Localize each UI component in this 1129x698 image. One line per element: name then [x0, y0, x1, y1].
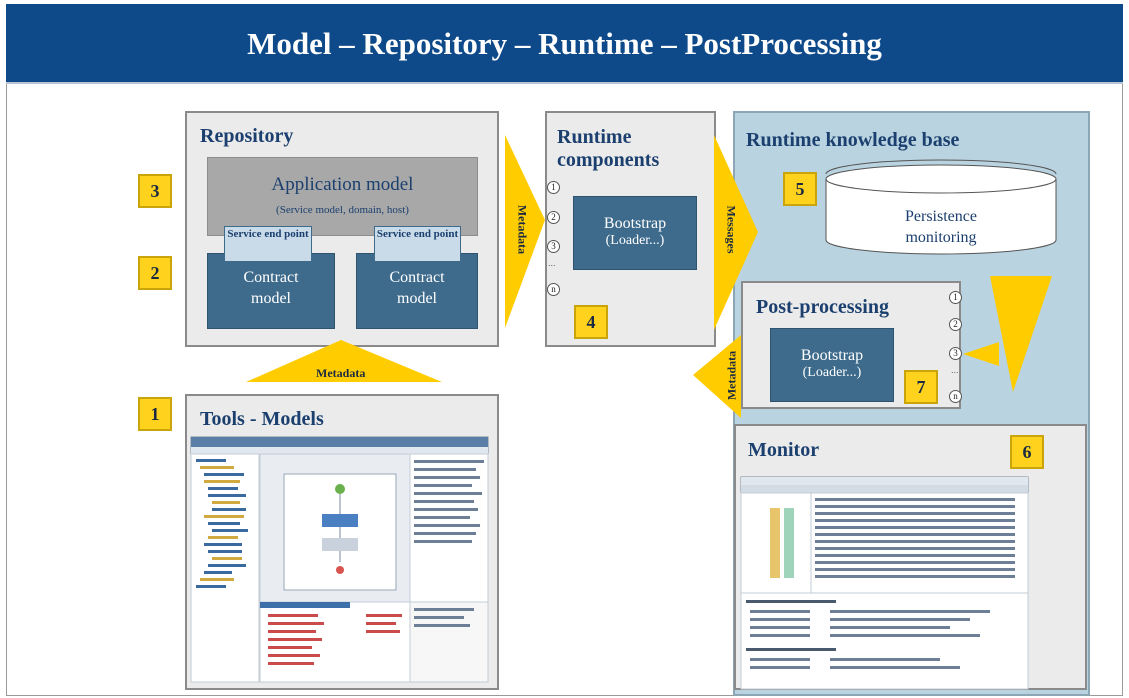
- tools-models-title: Tools - Models: [200, 408, 324, 430]
- contract-model-right: Contract model: [356, 253, 478, 329]
- messages-arrow-label: Messages: [724, 205, 739, 254]
- runtime-port-n: n: [547, 283, 560, 296]
- post-port-ellipsis: ...: [951, 365, 959, 375]
- metadata-arrow-left: [693, 335, 741, 418]
- runtime-port-2: 2: [547, 211, 560, 224]
- post-bootstrap-label: Bootstrap: [800, 347, 864, 364]
- application-model-title: Application model: [271, 174, 414, 195]
- post-port-2: 2: [949, 318, 962, 331]
- diagram-title: Model – Repository – Runtime – PostProce…: [247, 26, 882, 61]
- runtime-bootstrap-box: Bootstrap (Loader...): [573, 196, 697, 270]
- metadata-arrow-label-up: Metadata: [316, 366, 366, 380]
- step-number-2: 2: [138, 256, 172, 290]
- runtime-port-1: 1: [547, 181, 560, 194]
- post-loader-label: (Loader...): [802, 365, 862, 380]
- monitor-title: Monitor: [748, 439, 820, 461]
- persistence-monitoring-label: Persistence monitoring: [905, 208, 977, 246]
- post-bootstrap-box: Bootstrap (Loader...): [770, 328, 894, 402]
- contract-model-right-label: Contract model: [389, 269, 445, 307]
- service-end-point-right: Service end point: [374, 226, 461, 262]
- step-number-5: 5: [783, 172, 817, 206]
- messages-arrow-right: [714, 135, 758, 330]
- persistence-cylinder: [825, 159, 1057, 255]
- application-model-box: Application model (Service model, domain…: [207, 157, 478, 236]
- runtime-loader-label: (Loader...): [605, 233, 665, 248]
- repository-title: Repository: [200, 125, 294, 147]
- step-number-6: 6: [1010, 435, 1044, 469]
- post-port-1: 1: [949, 291, 962, 304]
- step-number-4: 4: [574, 305, 608, 339]
- post-port-3: 3: [949, 347, 962, 360]
- step-number-7: 7: [904, 370, 938, 404]
- post-port-3-arrow: [963, 342, 999, 366]
- step-number-3: 3: [138, 174, 172, 208]
- header-bar: Model – Repository – Runtime – PostProce…: [6, 4, 1123, 84]
- tools-screenshot-image: [190, 436, 489, 683]
- metadata-arrow-up: [246, 340, 442, 382]
- application-model-subtitle: (Service model, domain, host): [276, 204, 409, 216]
- runtime-port-3: 3: [547, 240, 560, 253]
- metadata-arrow-label-right: Metadata: [515, 204, 530, 255]
- runtime-bootstrap-label: Bootstrap: [603, 215, 667, 232]
- runtime-knowledge-base-title: Runtime knowledge base: [746, 129, 960, 151]
- metadata-arrow-label-left: Metadata: [724, 350, 739, 401]
- step-number-1: 1: [138, 397, 172, 431]
- metadata-arrow-right: [505, 135, 545, 328]
- post-processing-title: Post-processing: [756, 296, 889, 318]
- monitor-screenshot-image: [740, 476, 1029, 690]
- runtime-components-title: Runtime components: [557, 126, 660, 171]
- runtime-port-ellipsis: ...: [548, 258, 556, 268]
- service-end-point-left: Service end point: [224, 226, 312, 262]
- contract-model-left: Contract model: [207, 253, 335, 329]
- post-port-n: n: [949, 390, 962, 403]
- contract-model-left-label: Contract model: [243, 269, 299, 307]
- persistence-to-monitor-arrow: [990, 276, 1052, 392]
